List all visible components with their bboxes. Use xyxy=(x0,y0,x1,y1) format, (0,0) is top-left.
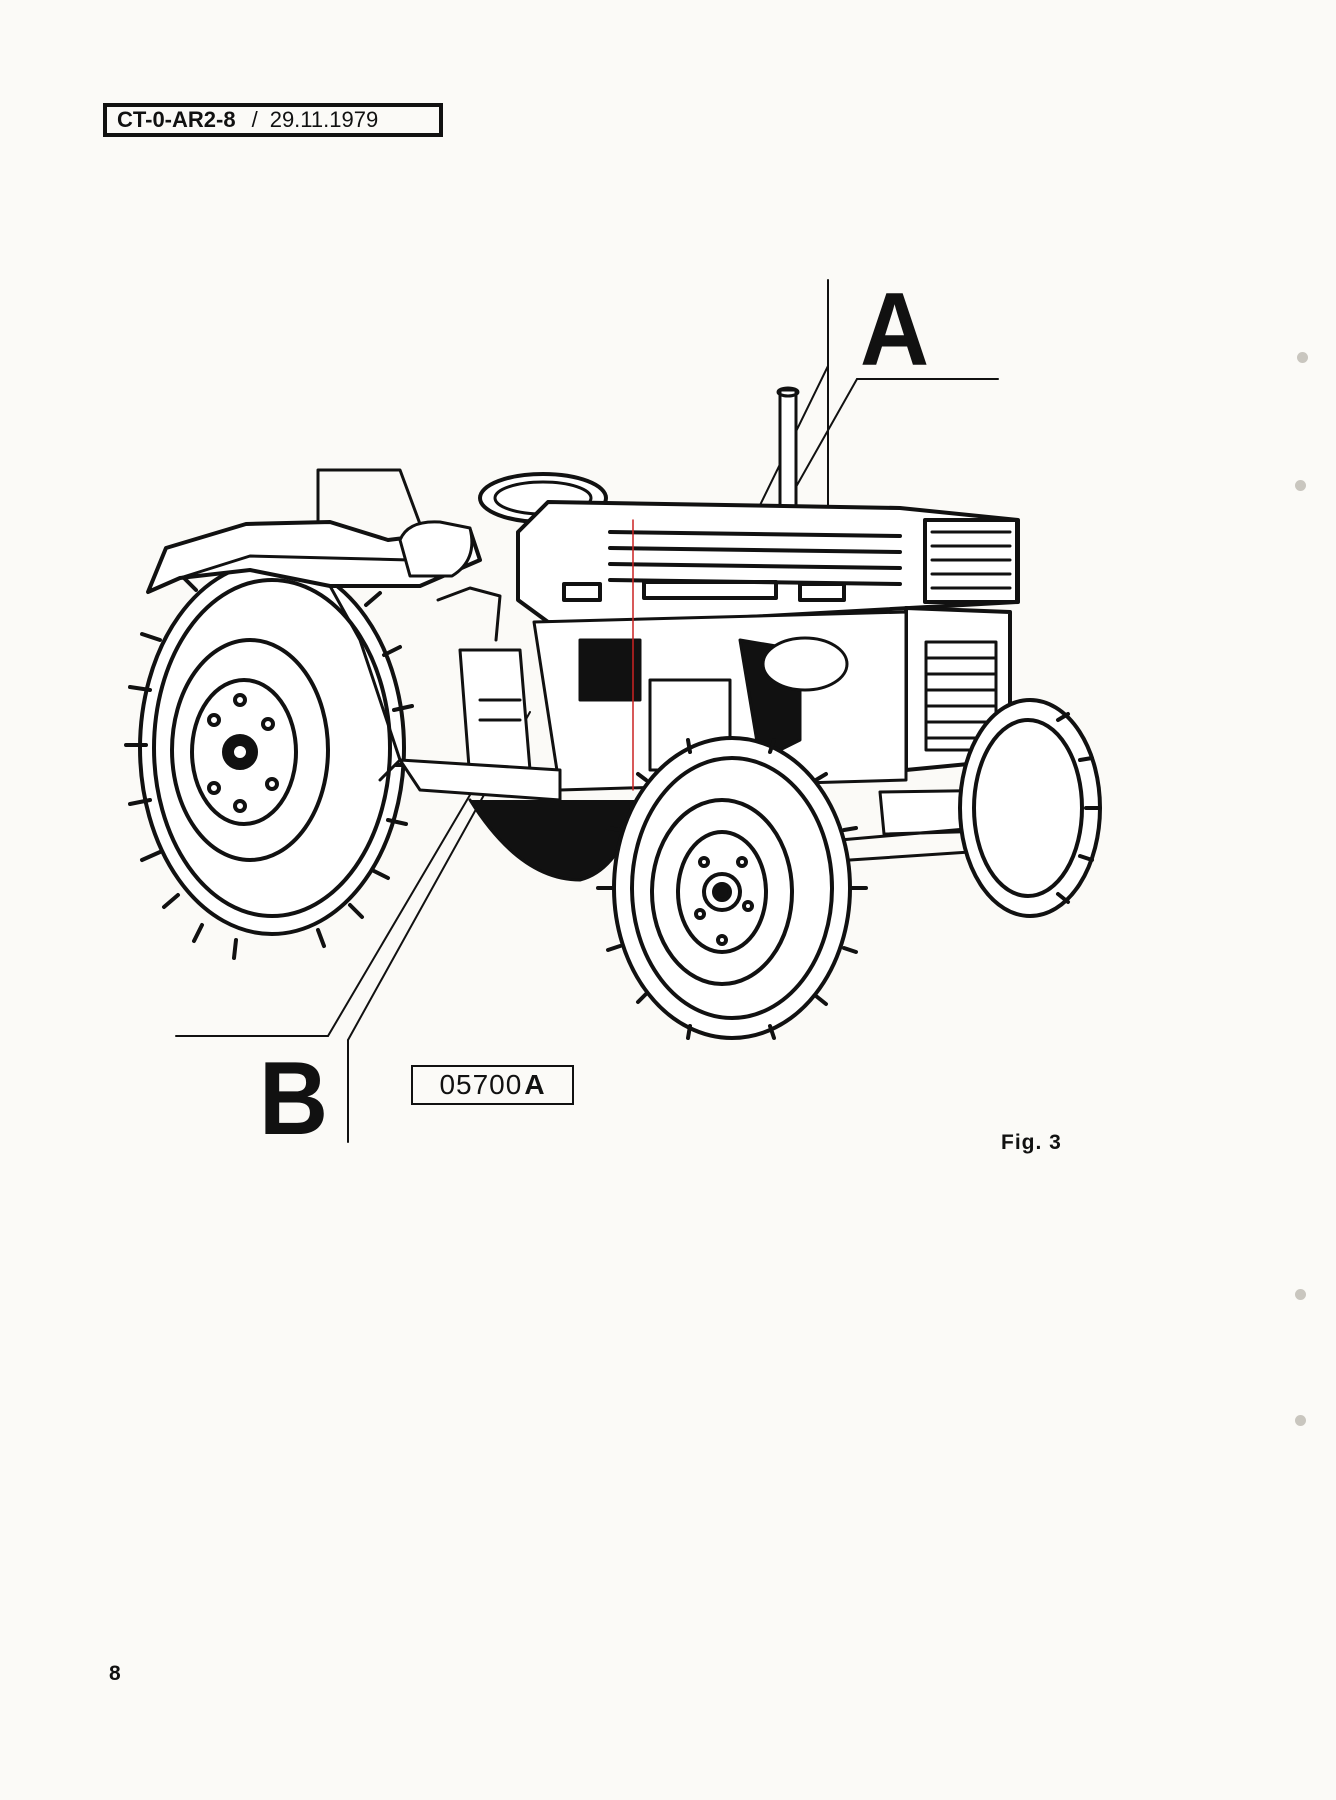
document-separator: / xyxy=(251,107,258,132)
callout-a-label: A xyxy=(860,272,930,388)
callout-b-label: B xyxy=(259,1041,329,1157)
rear-fender xyxy=(146,468,482,782)
seat xyxy=(398,520,502,642)
front-wheel-near xyxy=(596,736,868,1040)
page-number: 8 xyxy=(109,1662,121,1685)
front-wheel-far xyxy=(958,698,1102,918)
document-code: CT-0-AR2-8 xyxy=(117,107,236,132)
rear-wheel xyxy=(124,535,416,960)
punch-hole-4 xyxy=(1295,1415,1306,1426)
exhaust xyxy=(776,386,800,512)
figure-reference-suffix: A xyxy=(524,1069,546,1100)
engine-block xyxy=(398,610,908,802)
document-reference-box: CT-0-AR2-8 / 29.11.1979 xyxy=(103,103,443,137)
figure-reference-number: 05700 xyxy=(439,1069,523,1100)
document-date: 29.11.1979 xyxy=(269,107,379,132)
punch-hole-3 xyxy=(1295,1289,1306,1300)
figure-caption: Fig. 3 xyxy=(1001,1131,1062,1154)
punch-hole-1 xyxy=(1297,352,1308,363)
punch-hole-2 xyxy=(1295,480,1306,491)
